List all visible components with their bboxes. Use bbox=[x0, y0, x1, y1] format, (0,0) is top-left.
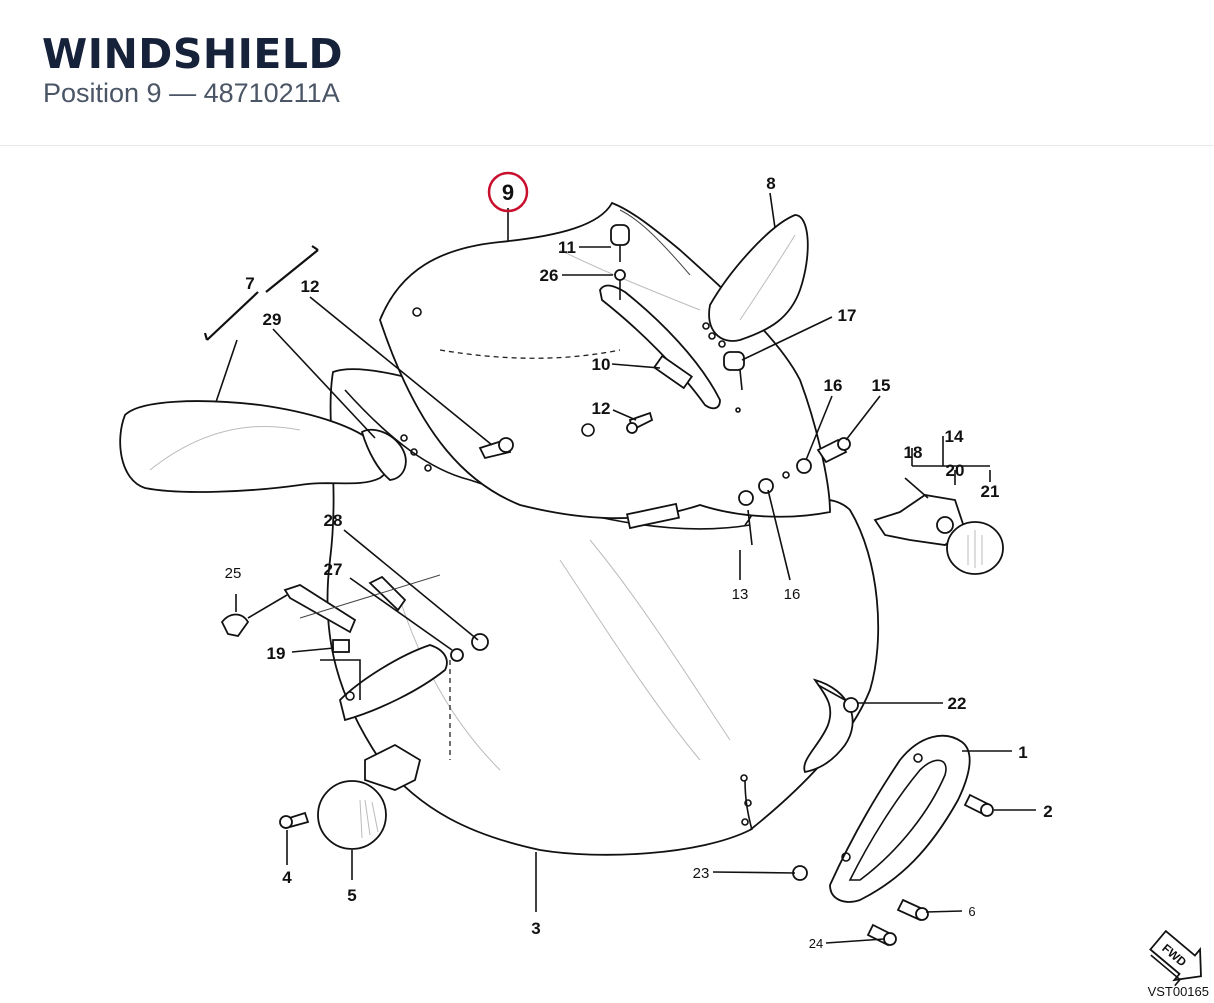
callout-17[interactable]: 17 bbox=[838, 306, 857, 325]
callout-3[interactable]: 3 bbox=[531, 919, 540, 938]
callout-27[interactable]: 27 bbox=[324, 560, 343, 579]
callout-25[interactable]: 25 bbox=[225, 565, 242, 582]
windshield-screen bbox=[379, 201, 831, 520]
callout-10[interactable]: 10 bbox=[592, 355, 611, 374]
mounting-bracket bbox=[829, 734, 971, 903]
callout-13[interactable]: 13 bbox=[732, 586, 749, 603]
callout-12-upper[interactable]: 12 bbox=[301, 277, 320, 296]
callout-15[interactable]: 15 bbox=[872, 376, 891, 395]
callout-18[interactable]: 18 bbox=[904, 443, 923, 462]
callout-5[interactable]: 5 bbox=[347, 886, 356, 905]
callout-23[interactable]: 23 bbox=[693, 865, 710, 882]
selected-callout-circle bbox=[487, 171, 529, 213]
page-title: WINDSHIELD bbox=[42, 30, 344, 78]
callout-14[interactable]: 14 bbox=[945, 427, 964, 446]
callout-1[interactable]: 1 bbox=[1018, 743, 1027, 762]
callout-8[interactable]: 8 bbox=[766, 174, 775, 193]
selected-callout-9[interactable]: 9 bbox=[502, 180, 514, 205]
page-header: WINDSHIELD Position 9 — 48710211A bbox=[0, 0, 1214, 146]
callout-2[interactable]: 2 bbox=[1043, 802, 1052, 821]
mirror-right bbox=[708, 214, 809, 342]
callout-6[interactable]: 6 bbox=[968, 904, 975, 919]
callout-28[interactable]: 28 bbox=[324, 511, 343, 530]
callout-20[interactable]: 20 bbox=[946, 461, 965, 480]
callout-16-upper[interactable]: 16 bbox=[824, 376, 843, 395]
diagram-reference-code: VST00165 bbox=[1148, 984, 1209, 999]
fwd-arrow-icon: FWD bbox=[1149, 929, 1202, 987]
turn-signal-lens-left bbox=[317, 780, 387, 850]
mirror-left bbox=[119, 400, 389, 493]
callout-29[interactable]: 29 bbox=[263, 310, 282, 329]
callout-19[interactable]: 19 bbox=[267, 644, 286, 663]
callout-12-center[interactable]: 12 bbox=[592, 399, 611, 418]
callout-7[interactable]: 7 bbox=[245, 274, 254, 293]
callout-22[interactable]: 22 bbox=[948, 694, 967, 713]
callout-24[interactable]: 24 bbox=[809, 936, 823, 951]
callout-26[interactable]: 26 bbox=[540, 266, 559, 285]
page-subtitle: Position 9 — 48710211A bbox=[43, 78, 340, 108]
callout-21[interactable]: 21 bbox=[981, 482, 1000, 501]
callout-4[interactable]: 4 bbox=[282, 868, 292, 887]
callout-11[interactable]: 11 bbox=[558, 238, 576, 257]
callout-16-lower[interactable]: 16 bbox=[784, 586, 801, 603]
